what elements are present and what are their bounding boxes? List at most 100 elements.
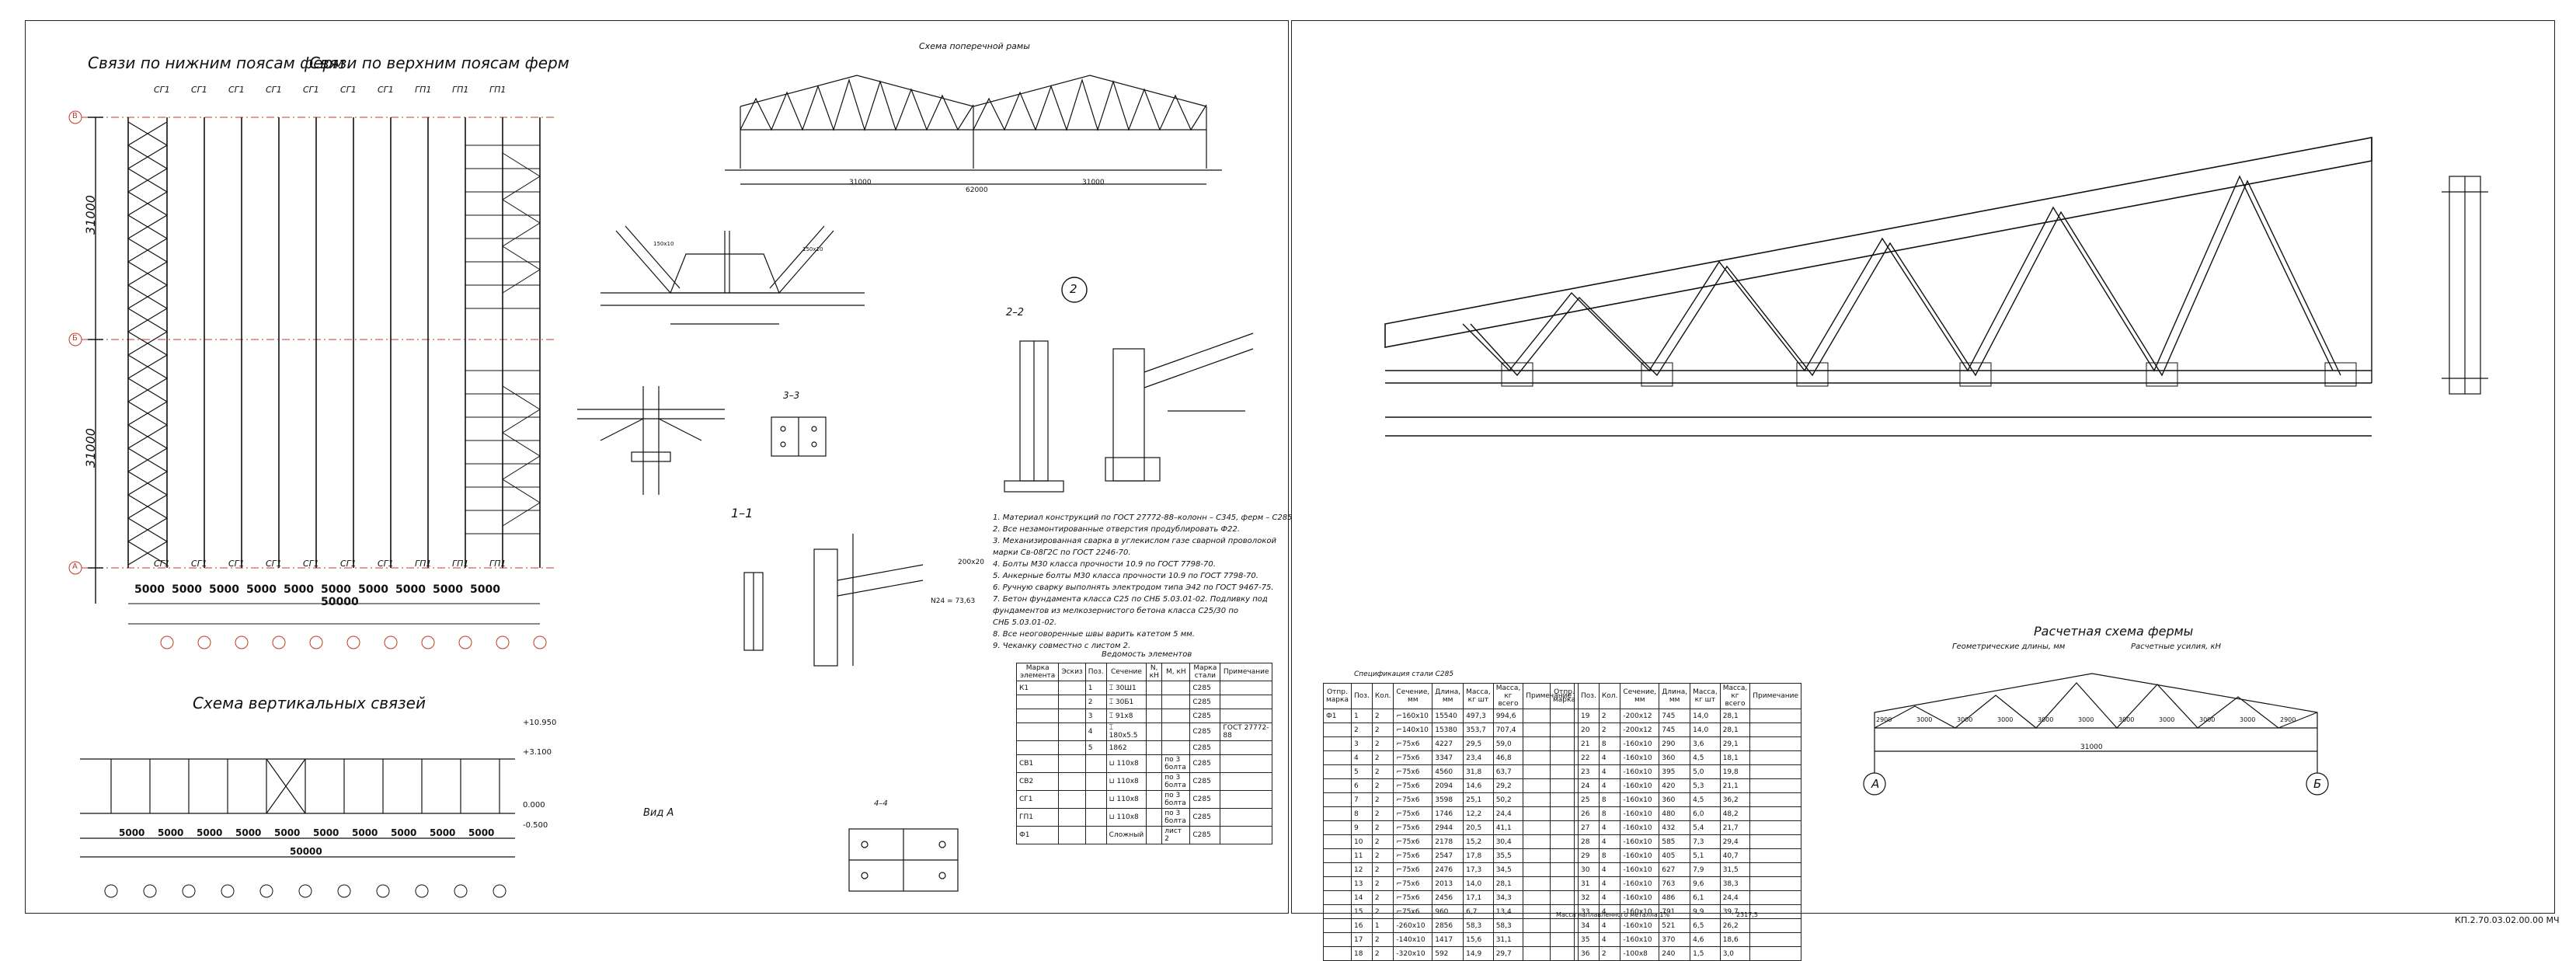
- upper-chords-title: Связи по верхним поясам ферм: [309, 54, 569, 72]
- table-cell: [1146, 681, 1163, 695]
- vertical-bay: 5000: [352, 827, 378, 838]
- table-cell: 2: [1371, 834, 1394, 849]
- table-cell: ⌶ 30Ш1: [1105, 681, 1147, 695]
- table-cell: 19,8: [1719, 764, 1751, 779]
- table-header-row: Марка элемента Эскиз Поз. Сечение N, кН …: [1015, 663, 1272, 681]
- table-cell: [1058, 709, 1086, 723]
- table-cell: 17: [1350, 932, 1373, 947]
- table-cell: [1550, 764, 1579, 779]
- table-cell: 2013: [1432, 876, 1464, 891]
- plan-bottom-label: СГ1: [154, 559, 170, 569]
- table-cell: 6,7: [1463, 904, 1494, 919]
- table-cell: [1015, 709, 1060, 723]
- table-cell: 15380: [1432, 722, 1464, 737]
- vertical-bay: 5000: [158, 827, 184, 838]
- table-cell: 4: [1084, 722, 1107, 741]
- table-header-cell: Марка стали: [1189, 663, 1221, 681]
- table-cell: ⌐75х6: [1393, 834, 1433, 849]
- table-cell: ⌐75х6: [1393, 792, 1433, 807]
- table-cell: 21,7: [1719, 820, 1751, 835]
- table-cell: 7: [1350, 792, 1373, 807]
- table-cell: 4: [1598, 932, 1621, 947]
- table-cell: 20,5: [1463, 820, 1494, 835]
- spec-title: Спецификация стали С285: [1354, 670, 1454, 678]
- table-cell: 29,4: [1719, 834, 1751, 849]
- table-cell: 5,1: [1690, 848, 1721, 863]
- table-header-cell: Сечение, мм: [1393, 683, 1433, 709]
- frame-total-span: 62000: [966, 186, 988, 194]
- table-cell: ⌐75х6: [1393, 750, 1433, 765]
- table-cell: [1323, 834, 1352, 849]
- table-cell: [1323, 722, 1352, 737]
- table-cell: [1749, 890, 1802, 905]
- table-cell: 3: [1350, 736, 1373, 751]
- table-cell: ⌶ 30Б1: [1105, 695, 1147, 709]
- table-cell: 36,2: [1719, 792, 1751, 807]
- table-cell: -160х10: [1620, 862, 1660, 877]
- table-cell: [1058, 772, 1086, 791]
- table-cell: [1220, 695, 1272, 709]
- cross-section-frame: [725, 75, 1222, 185]
- table-cell: 2178: [1432, 834, 1464, 849]
- table-cell: [1749, 918, 1802, 933]
- table-cell: 627: [1659, 862, 1691, 877]
- table-cell: 31,1: [1492, 932, 1524, 947]
- table-cell: ⌐75х6: [1393, 876, 1433, 891]
- table-cell: 3,0: [1719, 946, 1751, 961]
- table-header-cell: Поз.: [1084, 663, 1107, 681]
- table-cell: 31: [1577, 876, 1600, 891]
- table-header-cell: Примечание: [1220, 663, 1272, 681]
- left-drawing-sheet: Связи по нижним поясам ферм Связи по вер…: [25, 20, 1295, 914]
- table-cell: [1084, 790, 1107, 809]
- bracing-plan: [68, 110, 554, 649]
- table-cell: ГП1: [1015, 808, 1060, 827]
- table-cell: 745: [1659, 709, 1691, 723]
- table-cell: 36: [1577, 946, 1600, 961]
- plan-row-axis-bubbles: [68, 110, 82, 575]
- table-cell: 4: [1598, 876, 1621, 891]
- table-cell: 3,6: [1690, 736, 1721, 751]
- table-cell: 5: [1084, 740, 1107, 755]
- spec-footer: Масса наплавленного металла 1%: [1556, 911, 1670, 918]
- table-cell: [1058, 790, 1086, 809]
- table-cell: К1: [1015, 681, 1060, 695]
- table-cell: по 3 болта: [1161, 808, 1191, 827]
- table-cell: [1550, 876, 1579, 891]
- elevation-bottom: -0.500: [523, 821, 548, 830]
- table-cell: 24,4: [1492, 806, 1524, 821]
- plate-note: 200х20: [958, 559, 984, 566]
- table-cell: по 3 болта: [1161, 772, 1191, 791]
- lower-chords-title: Связи по нижним поясам ферм: [88, 54, 345, 72]
- table-cell: [1323, 946, 1352, 961]
- table-cell: 41,1: [1492, 820, 1524, 835]
- table-cell: 4: [1598, 890, 1621, 905]
- table-cell: [1220, 808, 1272, 827]
- table-cell: [1323, 792, 1352, 807]
- table-header-cell: Отпр. марка: [1323, 683, 1352, 709]
- table-cell: [1749, 946, 1802, 961]
- vertical-bay: 5000: [197, 827, 223, 838]
- plan-bottom-label: СГ1: [228, 559, 245, 569]
- table-cell: С285: [1189, 695, 1221, 709]
- table-cell: 46,8: [1492, 750, 1524, 765]
- table-cell: 2: [1598, 709, 1621, 723]
- table-cell: 2: [1371, 876, 1394, 891]
- table-cell: -320х10: [1393, 946, 1433, 961]
- table-header-cell: Сечение, мм: [1620, 683, 1660, 709]
- table-cell: 58,3: [1492, 918, 1524, 933]
- table-cell: 2856: [1432, 918, 1464, 933]
- table-cell: 8: [1598, 806, 1621, 821]
- table-cell: СГ1: [1015, 790, 1060, 809]
- table-cell: 3347: [1432, 750, 1464, 765]
- table-cell: 4560: [1432, 764, 1464, 779]
- panel-dimension: 3000: [1916, 716, 1933, 723]
- table-cell: 1746: [1432, 806, 1464, 821]
- table-cell: 370: [1659, 932, 1691, 947]
- truss-scheme-subtitle-right: Расчетные усилия, кН: [2131, 642, 2222, 651]
- table-cell: Ф1: [1015, 826, 1060, 844]
